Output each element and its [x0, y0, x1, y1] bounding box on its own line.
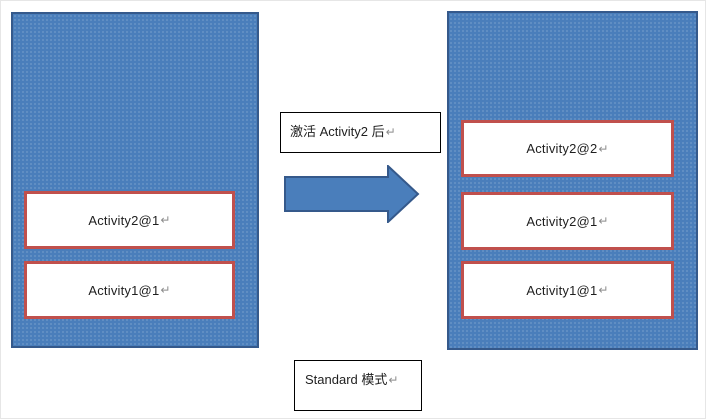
return-mark: ↵: [160, 213, 171, 227]
return-mark: ↵: [598, 141, 609, 156]
transition-label-box: 激活 Activity2 后↵: [280, 112, 441, 153]
activity-label: Activity2@1: [526, 213, 598, 229]
mode-label: Standard 模式: [305, 372, 388, 387]
activity-box-left-top: Activity2@1↵: [24, 191, 235, 249]
activity-label: Activity2@2: [526, 141, 598, 156]
activity-box-left-bottom: Activity1@1↵: [24, 261, 235, 319]
return-mark: ↵: [160, 283, 171, 297]
return-mark: ↵: [385, 125, 396, 139]
activity-label: Activity1@1: [526, 282, 598, 298]
mode-label-box: Standard 模式↵: [294, 360, 422, 411]
transition-label: 激活 Activity2 后: [290, 124, 385, 139]
activity-label: Activity1@1: [88, 282, 160, 298]
return-mark: ↵: [598, 214, 609, 228]
right-arrow-icon: [284, 165, 420, 223]
return-mark: ↵: [388, 373, 399, 387]
activity-box-right-bottom: Activity1@1↵: [461, 261, 674, 319]
return-mark: ↵: [598, 283, 609, 297]
activity-label: Activity2@1: [88, 212, 160, 228]
activity-box-right-middle: Activity2@1↵: [461, 192, 674, 250]
activity-box-right-top: Activity2@2↵: [461, 120, 674, 177]
